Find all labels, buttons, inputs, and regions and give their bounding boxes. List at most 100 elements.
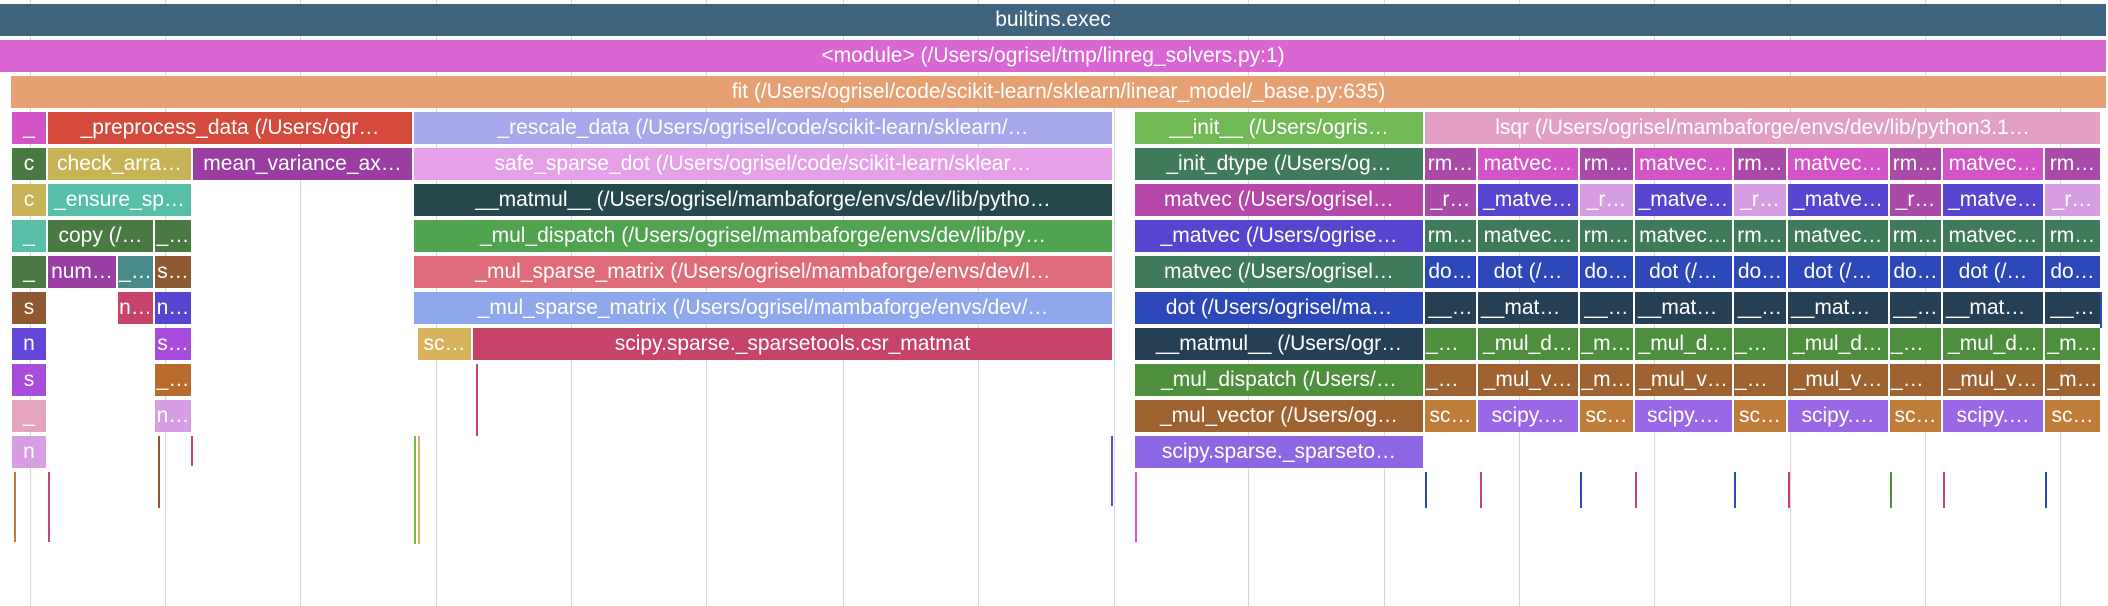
stack-frame[interactable]: _mul_v… (1788, 364, 1890, 396)
stack-frame[interactable]: sc… (1580, 400, 1635, 432)
stack-frame[interactable]: safe_sparse_dot (/Users/ogrisel/code/sci… (414, 148, 1114, 180)
stack-frame[interactable]: n… (118, 292, 155, 324)
stack-frame[interactable]: scipy.… (1943, 400, 2045, 432)
stack-frame[interactable]: dot (/Users/ogrisel/ma… (1135, 292, 1425, 324)
stack-frame[interactable]: _ensure_sp… (48, 184, 193, 216)
stack-frame-sliver[interactable] (2045, 472, 2047, 508)
stack-frame[interactable]: do… (1890, 256, 1943, 288)
stack-frame[interactable]: __matm… (1635, 292, 1734, 324)
stack-frame[interactable]: c (12, 148, 48, 180)
stack-frame[interactable]: _mul_dispatch (/Users/ogrisel/mambaforge… (414, 220, 1114, 252)
stack-frame[interactable]: rm… (1580, 220, 1635, 252)
stack-frame[interactable]: rm… (1734, 148, 1788, 180)
stack-frame[interactable]: _r… (2045, 184, 2102, 216)
stack-frame[interactable]: __… (2045, 292, 2102, 324)
stack-frame-sliver[interactable] (1425, 472, 1427, 508)
stack-frame[interactable]: _mul_sparse_matrix (/Users/ogrisel/mamba… (414, 256, 1114, 288)
stack-frame[interactable]: __… (1734, 292, 1788, 324)
stack-frame[interactable]: c (12, 184, 48, 216)
stack-frame[interactable]: rm… (1425, 148, 1478, 180)
stack-frame[interactable]: _m… (2045, 328, 2102, 360)
stack-frame[interactable]: _m… (1580, 364, 1635, 396)
stack-frame[interactable]: _… (155, 364, 193, 396)
stack-frame[interactable]: matvec… (1478, 220, 1580, 252)
stack-frame-sliver[interactable] (1734, 472, 1736, 508)
stack-frame[interactable]: _mul_v… (1635, 364, 1734, 396)
stack-frame-sliver[interactable] (1480, 472, 1482, 508)
stack-frame-sliver[interactable] (414, 436, 416, 544)
stack-frame[interactable]: _rescale_data (/Users/ogrisel/code/sciki… (414, 112, 1114, 144)
stack-frame[interactable]: __matmul__ (/Users/ogr… (1135, 328, 1425, 360)
stack-frame[interactable]: __… (1580, 292, 1635, 324)
stack-frame[interactable]: _m… (1734, 364, 1788, 396)
stack-frame[interactable]: rm… (1890, 220, 1943, 252)
stack-frame[interactable]: dot (/… (1478, 256, 1580, 288)
stack-frame-sliver[interactable] (48, 472, 50, 542)
stack-frame[interactable]: _mul_d… (1788, 328, 1890, 360)
stack-frame[interactable]: _r… (1580, 184, 1635, 216)
stack-frame-sliver[interactable] (476, 364, 478, 436)
stack-frame[interactable]: _m… (1890, 328, 1943, 360)
stack-frame[interactable]: __matm… (1943, 292, 2045, 324)
stack-frame[interactable]: _mul_v… (1943, 364, 2045, 396)
stack-frame[interactable]: s… (155, 328, 193, 360)
stack-frame[interactable]: sc… (1425, 400, 1478, 432)
stack-frame[interactable]: matvec… (1788, 220, 1890, 252)
stack-frame[interactable]: __init__ (/Users/ogris… (1135, 112, 1425, 144)
stack-frame[interactable]: _m… (1580, 328, 1635, 360)
stack-frame[interactable]: rm… (1890, 148, 1943, 180)
stack-frame[interactable]: s (12, 292, 48, 324)
stack-frame[interactable]: copy (/… (48, 220, 155, 252)
stack-frame[interactable]: s… (155, 256, 193, 288)
stack-frame[interactable]: scipy.sparse._sparseto… (1135, 436, 1425, 468)
stack-frame[interactable]: matvec (/Users/ogrisel… (1135, 256, 1425, 288)
stack-frame[interactable]: _ (12, 220, 48, 252)
stack-frame[interactable]: _matvec (/Users/ogrise… (1135, 220, 1425, 252)
stack-frame[interactable]: _m… (1734, 328, 1788, 360)
stack-frame-sliver[interactable] (158, 436, 160, 508)
stack-frame[interactable]: _m… (1890, 364, 1943, 396)
stack-frame[interactable]: do… (1425, 256, 1478, 288)
stack-frame[interactable]: _ (12, 400, 48, 432)
stack-frame[interactable]: scipy.… (1788, 400, 1890, 432)
stack-frame[interactable]: num… (48, 256, 118, 288)
stack-frame[interactable]: __matmul__ (/Users/ogrisel/mambaforge/en… (414, 184, 1114, 216)
stack-frame[interactable]: matvec… (1788, 148, 1890, 180)
stack-frame[interactable]: do… (1734, 256, 1788, 288)
stack-frame[interactable]: _… (155, 220, 193, 252)
stack-frame[interactable]: mean_variance_ax… (193, 148, 414, 180)
stack-frame[interactable]: _mul_sparse_matrix (/Users/ogrisel/mamba… (414, 292, 1114, 324)
stack-frame-sliver[interactable] (418, 436, 420, 544)
stack-frame[interactable]: _preprocess_data (/Users/ogr… (48, 112, 414, 144)
stack-frame-sliver[interactable] (1580, 472, 1582, 508)
stack-frame[interactable]: <module> (/Users/ogrisel/tmp/linreg_solv… (0, 40, 2108, 72)
stack-frame[interactable]: _r… (1734, 184, 1788, 216)
stack-frame[interactable]: dot (/… (1635, 256, 1734, 288)
stack-frame[interactable]: __matm… (1788, 292, 1890, 324)
stack-frame-sliver[interactable] (2100, 292, 2102, 328)
stack-frame[interactable]: matvec… (1478, 148, 1580, 180)
stack-frame[interactable]: rm… (2045, 148, 2102, 180)
stack-frame[interactable]: _… (118, 256, 155, 288)
stack-frame[interactable]: n (12, 328, 48, 360)
stack-frame[interactable]: do… (1580, 256, 1635, 288)
stack-frame[interactable]: n… (155, 292, 193, 324)
stack-frame[interactable]: dot (/… (1943, 256, 2045, 288)
stack-frame[interactable]: matvec… (1943, 220, 2045, 252)
stack-frame[interactable]: check_arra… (48, 148, 193, 180)
stack-frame[interactable]: _mul_d… (1478, 328, 1580, 360)
stack-frame[interactable]: sc… (2045, 400, 2102, 432)
stack-frame[interactable]: fit (/Users/ogrisel/code/scikit-learn/sk… (11, 76, 2108, 108)
stack-frame[interactable]: dot (/… (1788, 256, 1890, 288)
stack-frame[interactable]: _mul_vector (/Users/og… (1135, 400, 1425, 432)
stack-frame-sliver[interactable] (1788, 472, 1790, 508)
stack-frame[interactable]: _mul_dispatch (/Users/… (1135, 364, 1425, 396)
stack-frame-sliver[interactable] (1943, 472, 1945, 508)
stack-frame[interactable]: _matve… (1635, 184, 1734, 216)
stack-frame[interactable]: __matm… (1478, 292, 1580, 324)
stack-frame[interactable]: sc… (1734, 400, 1788, 432)
stack-frame[interactable]: matvec… (1943, 148, 2045, 180)
stack-frame[interactable]: __… (1890, 292, 1943, 324)
stack-frame[interactable]: __… (1425, 292, 1478, 324)
stack-frame[interactable]: matvec… (1635, 220, 1734, 252)
